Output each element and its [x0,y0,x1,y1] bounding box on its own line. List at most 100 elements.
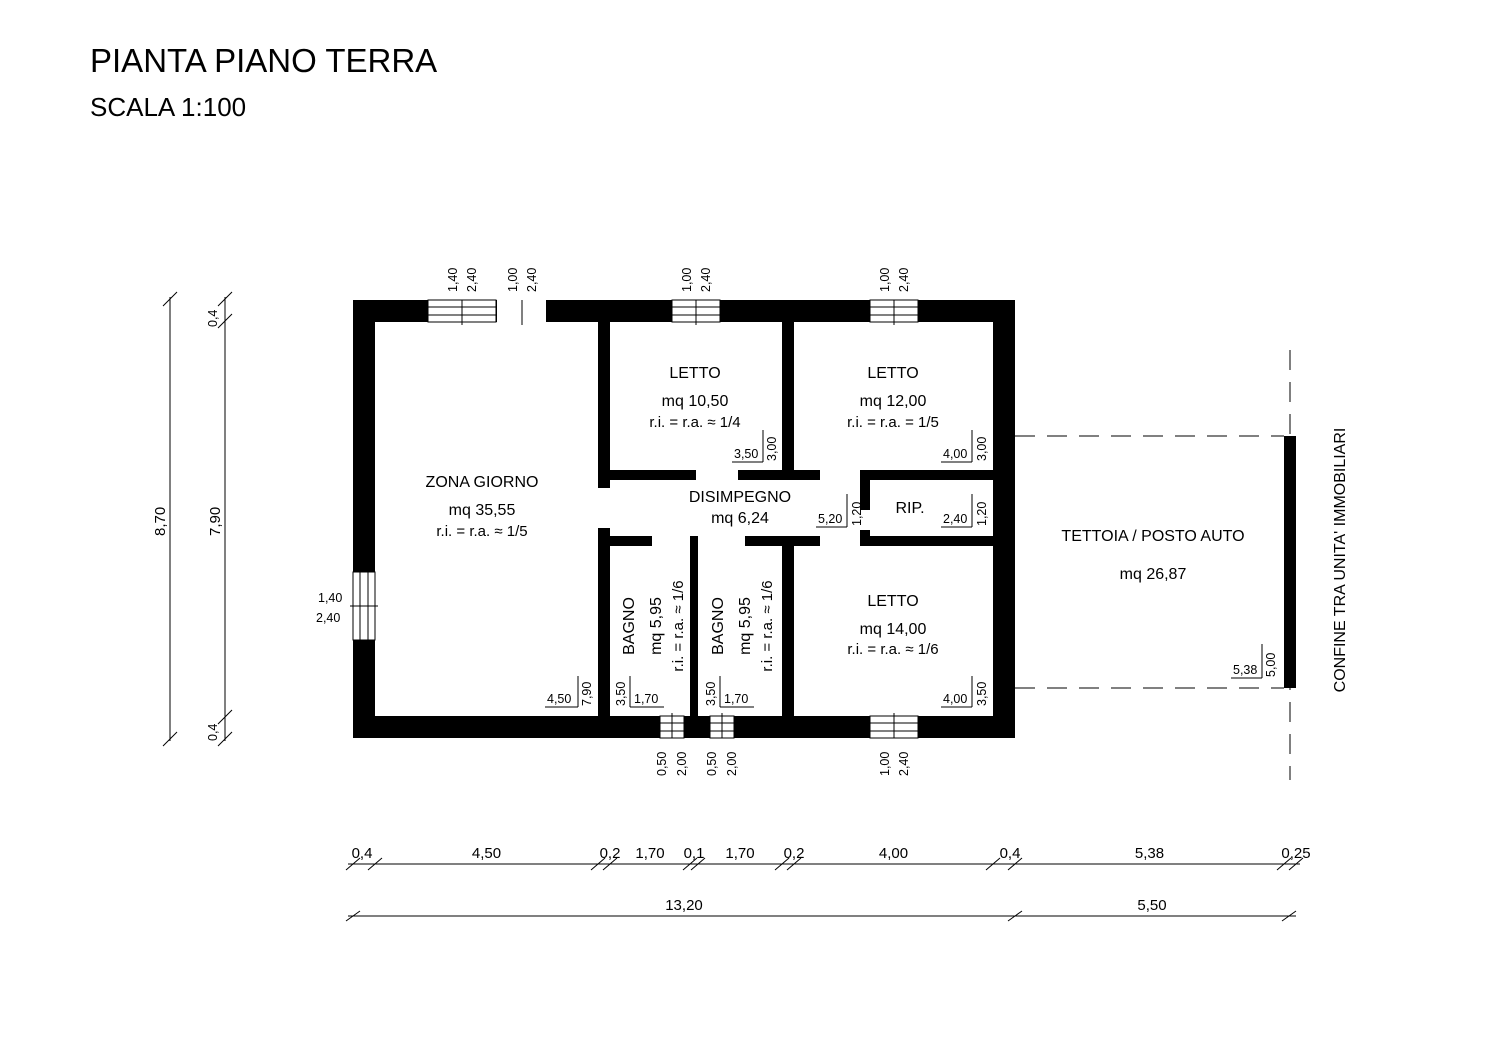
bottom-window-1-height: 2,00 [675,752,689,776]
top-window-2-height: 2,40 [699,268,713,292]
letto-2-area: mq 12,00 [860,393,927,410]
top-window-2-width: 1,00 [680,268,694,292]
drawing-scale: SCALA 1:100 [90,92,247,122]
bottom-window-2-height: 2,00 [725,752,739,776]
horizontal-dim-label: 4,00 [879,845,908,862]
wall-int-12 [782,536,794,716]
bagno-2-dim-a: 3,50 [704,682,718,706]
bottom-window-1-width: 0,50 [655,752,669,776]
vertical-inner-dim: 7,90 [207,507,224,536]
wall-int-5 [782,322,794,472]
rip-dim-a: 2,40 [943,512,967,526]
tettoia-dim-a: 5,38 [1233,663,1257,677]
top-door-height: 2,40 [525,268,539,292]
dim-tick [985,857,1001,871]
wall-int-6 [860,470,993,480]
zona-giorno-dim-a: 4,50 [547,692,571,706]
dim-tick [1288,857,1304,871]
letto-3-dim-b: 3,50 [975,682,989,706]
dim-tick [690,857,706,871]
horizontal-total-carport: 5,50 [1137,897,1166,914]
opening-labels: 1,40 2,40 1,00 2,40 1,00 2,40 1,00 2,40 … [316,268,911,776]
bagno-2-ratio: r.i. = r.a. ≈ 1/6 [759,580,776,671]
letto-2-name: LETTO [867,365,918,382]
bagno-2-name: BAGNO [710,597,727,655]
letto-2-dim-a: 4,00 [943,447,967,461]
wall-left [353,300,375,738]
letto-1-dim-a: 3,50 [734,447,758,461]
room-labels: ZONA GIORNO mq 35,55 r.i. = r.a. ≈ 1/5 L… [426,365,1245,658]
tettoia-name: TETTOIA / POSTO AUTO [1061,528,1244,545]
bottom-window-3-height: 2,40 [897,752,911,776]
zona-giorno-name: ZONA GIORNO [426,474,539,491]
horizontal-dim-label: 0,4 [1000,845,1021,862]
wall-right [993,300,1015,738]
horizontal-total-house: 13,20 [665,897,703,914]
horizontal-dim-label: 0,2 [600,845,621,862]
letto-1-ratio: r.i. = r.a. ≈ 1/4 [649,414,740,431]
tettoia-dim-b: 5,00 [1264,653,1278,677]
dim-tick [345,857,361,871]
letto-3-name: LETTO [867,593,918,610]
letto-1-area: mq 10,50 [662,393,729,410]
vertical-bottom-wall-dim: 0,4 [206,724,220,741]
top-door-width: 1,00 [506,268,520,292]
disimpegno-dim-a: 5,20 [818,512,842,526]
horizontal-dim-label: 4,50 [472,845,501,862]
horizontal-dim-label: 0,25 [1281,845,1310,862]
disimpegno-area: mq 6,24 [711,510,769,527]
letto-1-dim-b: 3,00 [765,437,779,461]
top-window-1-height: 2,40 [465,268,479,292]
horizontal-dim-label: 5,38 [1135,845,1164,862]
top-window-3-height: 2,40 [897,268,911,292]
disimpegno-name: DISIMPEGNO [689,489,791,506]
drawing-title: PIANTA PIANO TERRA [90,42,438,79]
vertical-dimensions: 8,70 7,90 0,4 0,4 [152,291,233,747]
boundary-label: CONFINE TRA UNITA' IMMOBILIARI [1332,428,1349,693]
opening-ticks [350,300,895,738]
bagno-2-area: mq 5,95 [737,597,754,655]
wall-int-4 [738,470,820,480]
dim-tick [1276,857,1292,871]
disimpegno-dim-b: 1,20 [850,502,864,526]
zona-giorno-dim-b: 7,90 [580,682,594,706]
horizontal-dim-label: 1,70 [725,845,754,862]
left-window-width: 1,40 [318,591,342,605]
wall-int-7 [860,470,870,510]
dim-tick [602,857,618,871]
horizontal-dim-label: 0,1 [684,845,705,862]
bottom-window-3-width: 1,00 [878,752,892,776]
vertical-total-dim: 8,70 [152,507,169,536]
horizontal-dim-label: 0,4 [352,845,373,862]
letto-3-area: mq 14,00 [860,621,927,638]
letto-1-name: LETTO [669,365,720,382]
wall-int-1 [598,322,610,488]
dim-tick [367,857,383,871]
horizontal-dim-label: 1,70 [635,845,664,862]
wall-int-3 [610,470,696,480]
dim-tick [590,857,606,871]
wall-int-13 [860,536,993,546]
letto-3-ratio: r.i. = r.a. ≈ 1/6 [847,641,938,658]
letto-3-dim-a: 4,00 [943,692,967,706]
zona-giorno-area: mq 35,55 [449,502,516,519]
vertical-top-wall-dim: 0,4 [206,310,220,327]
bottom-window-2-width: 0,50 [705,752,719,776]
dim-tick [774,857,790,871]
dim-tick [682,857,698,871]
tettoia-area: mq 26,87 [1120,566,1187,583]
dim-tick [1007,857,1023,871]
bagno-1-area: mq 5,95 [648,597,665,655]
rip-name: RIP. [895,500,924,517]
bagno-labels: BAGNO mq 5,95 r.i. = r.a. ≈ 1/6 BAGNO mq… [621,580,776,671]
top-window-1-width: 1,40 [446,268,460,292]
dim-tick [786,857,802,871]
horizontal-dim-label: 0,2 [784,845,805,862]
top-window-3-width: 1,00 [878,268,892,292]
room-dimension-tags: 4,50 7,90 3,50 3,00 4,00 3,00 5,20 1,20 … [545,430,1278,708]
carport-outline [1015,350,1291,780]
bagno-2-dim-b: 1,70 [724,692,748,706]
wall-int-10 [690,536,698,716]
